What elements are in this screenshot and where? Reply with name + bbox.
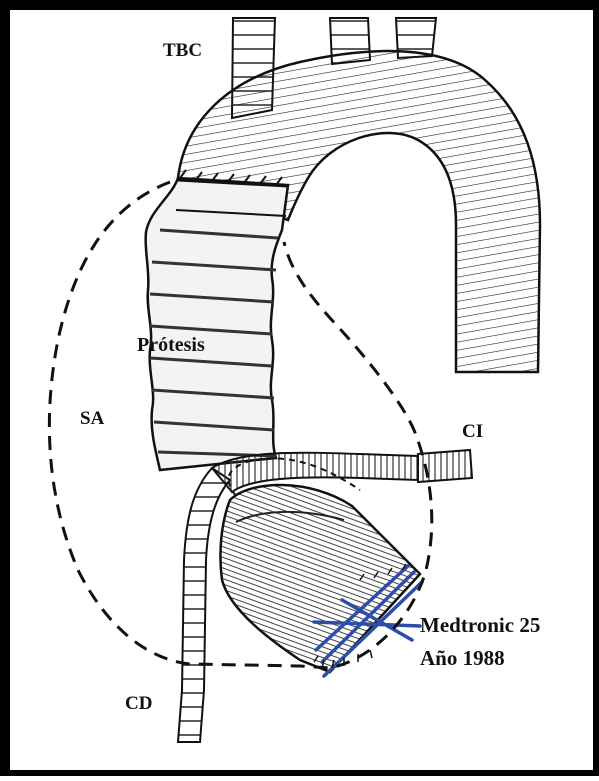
frame-right	[593, 0, 599, 776]
cd-graft	[178, 468, 230, 742]
frame-top	[0, 0, 599, 10]
label-tbc: TBC	[163, 40, 202, 61]
ci-graft	[212, 450, 472, 492]
label-ci: CI	[462, 421, 483, 442]
frame-left	[0, 0, 10, 776]
protesis-graft	[146, 170, 288, 470]
frame-bottom	[0, 770, 599, 776]
label-valve-model: Medtronic 25	[420, 613, 540, 637]
label-valve-year: Año 1988	[420, 646, 505, 670]
label-cd: CD	[125, 693, 152, 714]
label-sa: SA	[80, 408, 105, 429]
label-protesis: Prótesis	[137, 334, 205, 356]
